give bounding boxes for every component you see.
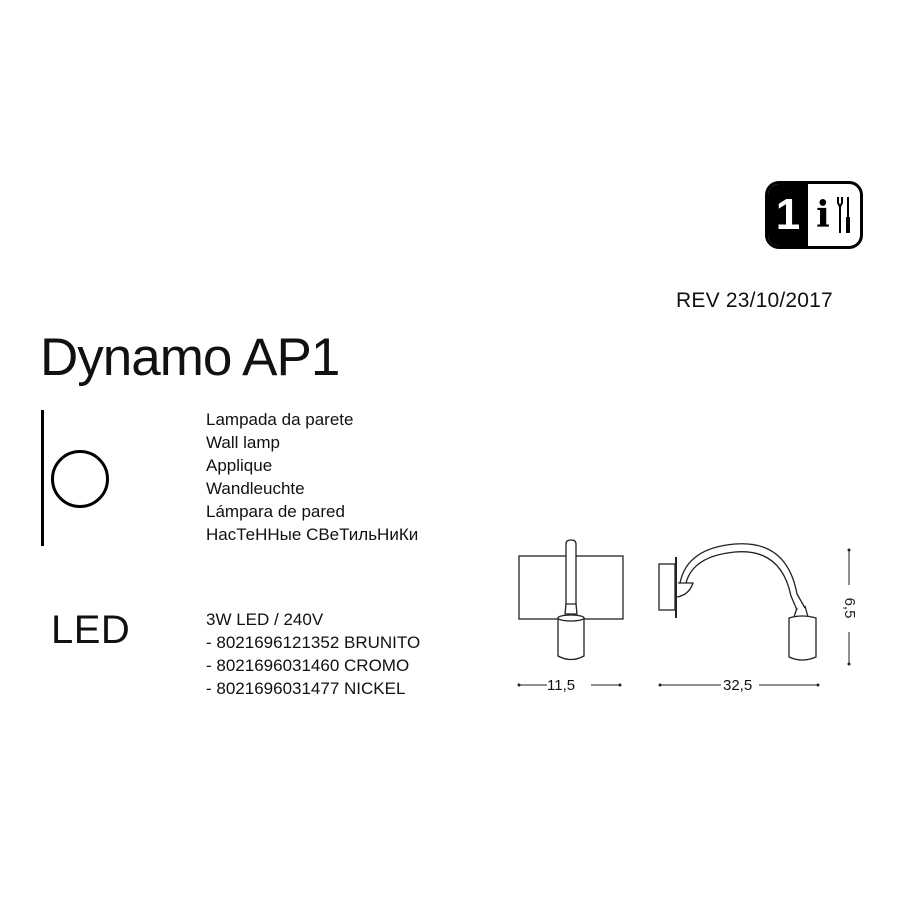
variant-cromo: - 8021696031460 CROMO	[206, 656, 410, 675]
badge-count: 1	[768, 184, 808, 246]
height-dimension: 6,5	[841, 548, 858, 666]
front-width-value: 11,5	[547, 677, 576, 694]
height-value: 6,5	[841, 598, 858, 619]
light-source-label: LED	[51, 608, 131, 652]
product-type-labels: Lampada da parete Wall lamp Applique Wan…	[206, 408, 418, 546]
type-label-en: Wall lamp	[206, 433, 280, 452]
instruction-badge: 1 i	[765, 181, 863, 249]
revision-date: REV 23/10/2017	[676, 289, 833, 312]
arm-neck-shape	[564, 603, 578, 615]
type-label-ru: НасТеННые СВеТильНиКи	[206, 525, 419, 544]
type-label-es: Lámpara de pared	[206, 502, 345, 521]
side-width-value: 32,5	[723, 677, 753, 694]
tools-icon	[836, 197, 850, 233]
variant-brunito: - 8021696121352 BRUNITO	[206, 633, 421, 652]
side-view-drawing: 6,5	[658, 543, 858, 687]
front-width-dimension	[517, 683, 622, 687]
wall-lamp-symbol-icon	[51, 450, 109, 508]
variant-nickel: - 8021696031477 NICKEL	[206, 679, 406, 698]
type-label-fr: Applique	[206, 456, 273, 475]
type-label-de: Wandleuchte	[206, 479, 305, 498]
type-label-it: Lampada da parete	[206, 410, 354, 429]
arm-shape	[565, 539, 577, 608]
product-title: Dynamo AP1	[40, 328, 340, 387]
lamp-head-side-shape	[788, 615, 817, 661]
wall-symbol-line	[41, 410, 44, 546]
side-width-dimension	[658, 683, 820, 687]
lamp-head-shape	[557, 614, 585, 661]
product-specs: 3W LED / 240V - 8021696121352 BRUNITO - …	[206, 608, 420, 700]
wall-plate-side-shape	[658, 563, 676, 611]
info-icon: i	[816, 194, 830, 236]
flexible-arm-shape	[679, 543, 806, 609]
power-spec: 3W LED / 240V	[206, 610, 324, 629]
front-view-drawing	[517, 539, 624, 687]
mount-bracket-shape	[676, 582, 694, 598]
badge-info-panel: i	[808, 184, 860, 246]
